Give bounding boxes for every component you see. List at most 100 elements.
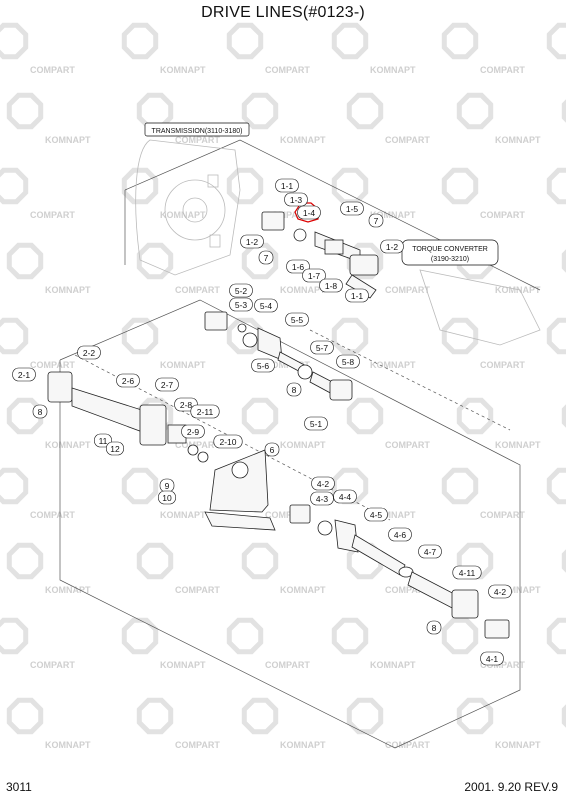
part-callout: 1-2 bbox=[240, 234, 264, 249]
watermark-text: COMPART bbox=[480, 660, 525, 670]
part-callout: 1-2 bbox=[380, 239, 404, 254]
callout-label: 12 bbox=[110, 444, 120, 454]
callout-bubble bbox=[213, 434, 243, 449]
rear-drive-line bbox=[289, 504, 510, 639]
watermark-text: COMPART bbox=[480, 65, 525, 75]
part-callout: 2-9 bbox=[181, 424, 205, 439]
boot-4-7 bbox=[398, 566, 414, 578]
watermark-text: KOMNAPT bbox=[280, 585, 326, 595]
watermark-tile: KOMNAPT bbox=[121, 22, 206, 75]
watermark-tile: COMPART bbox=[136, 242, 220, 295]
callout-label: 4-3 bbox=[316, 494, 329, 504]
watermark-logo-icon bbox=[121, 167, 159, 205]
part-callout: 2-10 bbox=[213, 434, 243, 449]
part-callout: 2-1 bbox=[12, 367, 36, 382]
callout-label: 1-6 bbox=[292, 262, 305, 272]
watermark-logo-icon bbox=[456, 92, 494, 130]
watermark-logo-icon bbox=[121, 317, 159, 355]
watermark-tile: KOMNAPT bbox=[331, 22, 416, 75]
callout-label: 8 bbox=[292, 385, 297, 395]
watermark-text: COMPART bbox=[30, 360, 75, 370]
watermark-logo-icon bbox=[441, 22, 479, 60]
watermark-text: KOMNAPT bbox=[370, 360, 416, 370]
watermark-tile: KOMNAPT bbox=[241, 397, 326, 450]
transmission-label: TRANSMISSION(3110-3180) bbox=[144, 122, 250, 137]
callout-bubble bbox=[285, 312, 309, 327]
watermark-tile: COMPART bbox=[0, 467, 75, 520]
watermark-logo-icon bbox=[226, 167, 264, 205]
watermark-tile: KOMNAPT bbox=[6, 697, 91, 750]
callout-label: 5-7 bbox=[316, 343, 329, 353]
callout-label: 1-5 bbox=[346, 204, 359, 214]
watermark-tile: KOMNAPT bbox=[546, 22, 566, 60]
watermark-tile: KOMNAPT bbox=[121, 467, 206, 520]
watermark-logo-icon bbox=[441, 467, 479, 505]
callout-label: 2-1 bbox=[18, 370, 31, 380]
watermark-logo-icon bbox=[456, 397, 494, 435]
callout-bubble bbox=[94, 433, 112, 448]
callout-bubble bbox=[336, 354, 360, 369]
yoke-2-2 bbox=[47, 371, 73, 403]
callout-bubble bbox=[368, 213, 384, 228]
callout-bubble bbox=[258, 250, 274, 265]
cross-1-1 bbox=[345, 274, 377, 299]
watermark-logo-icon bbox=[241, 92, 279, 130]
part-callout: 4-2 bbox=[311, 476, 335, 491]
part-callout: 5-3 bbox=[229, 297, 253, 312]
callout-bubble bbox=[32, 404, 48, 419]
callout-bubble bbox=[319, 278, 343, 293]
callout-label: 5-6 bbox=[257, 361, 270, 371]
watermark-tile: KOMNAPT bbox=[6, 542, 91, 595]
part-callout: 4-7 bbox=[418, 544, 442, 559]
part-callout: 5-8 bbox=[336, 354, 360, 369]
callout-bubble bbox=[190, 404, 220, 419]
bracket-base bbox=[204, 511, 276, 531]
part-callout: 6 bbox=[264, 442, 280, 457]
callout-bubble bbox=[297, 205, 321, 220]
part-callout: 8 bbox=[426, 620, 442, 635]
callout-bubble bbox=[488, 584, 512, 599]
transmission-housing bbox=[135, 139, 241, 276]
bearing-hole bbox=[231, 461, 249, 479]
transmission-label-text: TRANSMISSION(3110-3180) bbox=[152, 128, 243, 135]
part-callout: 4-11 bbox=[452, 565, 482, 580]
callout-label: 1-1 bbox=[351, 291, 364, 301]
callout-bubble bbox=[310, 491, 334, 506]
watermark-text: COMPART bbox=[385, 285, 430, 295]
watermark-text: COMPART bbox=[30, 510, 75, 520]
callout-label: 7 bbox=[374, 216, 379, 226]
watermark-text: KOMNAPT bbox=[45, 285, 91, 295]
part-callout: 7 bbox=[368, 213, 384, 228]
watermark-text: KOMNAPT bbox=[160, 65, 206, 75]
watermark-tile: KOMNAPT bbox=[331, 317, 416, 370]
callout-label: 2-11 bbox=[197, 407, 214, 417]
callout-bubble bbox=[388, 527, 412, 542]
part-callout: 4-6 bbox=[388, 527, 412, 542]
watermark-logo-icon bbox=[6, 242, 44, 280]
callout-label: 11 bbox=[99, 436, 108, 446]
seal-5-4 bbox=[242, 332, 258, 348]
watermark-text: KOMNAPT bbox=[280, 440, 326, 450]
callout-bubble bbox=[254, 298, 278, 313]
watermark-tile: COMPART bbox=[346, 697, 430, 750]
watermark-tile: COMPART bbox=[441, 467, 525, 520]
watermark-tile: KOMNAPT bbox=[546, 617, 566, 655]
part-callout: 4-4 bbox=[333, 489, 357, 504]
watermark-logo-icon bbox=[546, 167, 566, 205]
watermark-logo-icon bbox=[121, 467, 159, 505]
callout-bubble bbox=[181, 424, 205, 439]
watermark-text: KOMNAPT bbox=[45, 440, 91, 450]
watermark-text: COMPART bbox=[265, 65, 310, 75]
watermark-text: COMPART bbox=[175, 440, 220, 450]
part-callout: 1-8 bbox=[319, 278, 343, 293]
part-callout: 12 bbox=[106, 441, 124, 456]
watermark-tile: COMPART bbox=[346, 397, 430, 450]
yoke-4-11 bbox=[451, 589, 479, 619]
part-callout: 4-3 bbox=[310, 491, 334, 506]
yoke-5-8 bbox=[329, 379, 353, 401]
watermark-text: KOMNAPT bbox=[160, 210, 206, 220]
callout-label: 8 bbox=[432, 623, 437, 633]
callout-bubble bbox=[345, 288, 369, 303]
watermark-text: COMPART bbox=[175, 585, 220, 595]
